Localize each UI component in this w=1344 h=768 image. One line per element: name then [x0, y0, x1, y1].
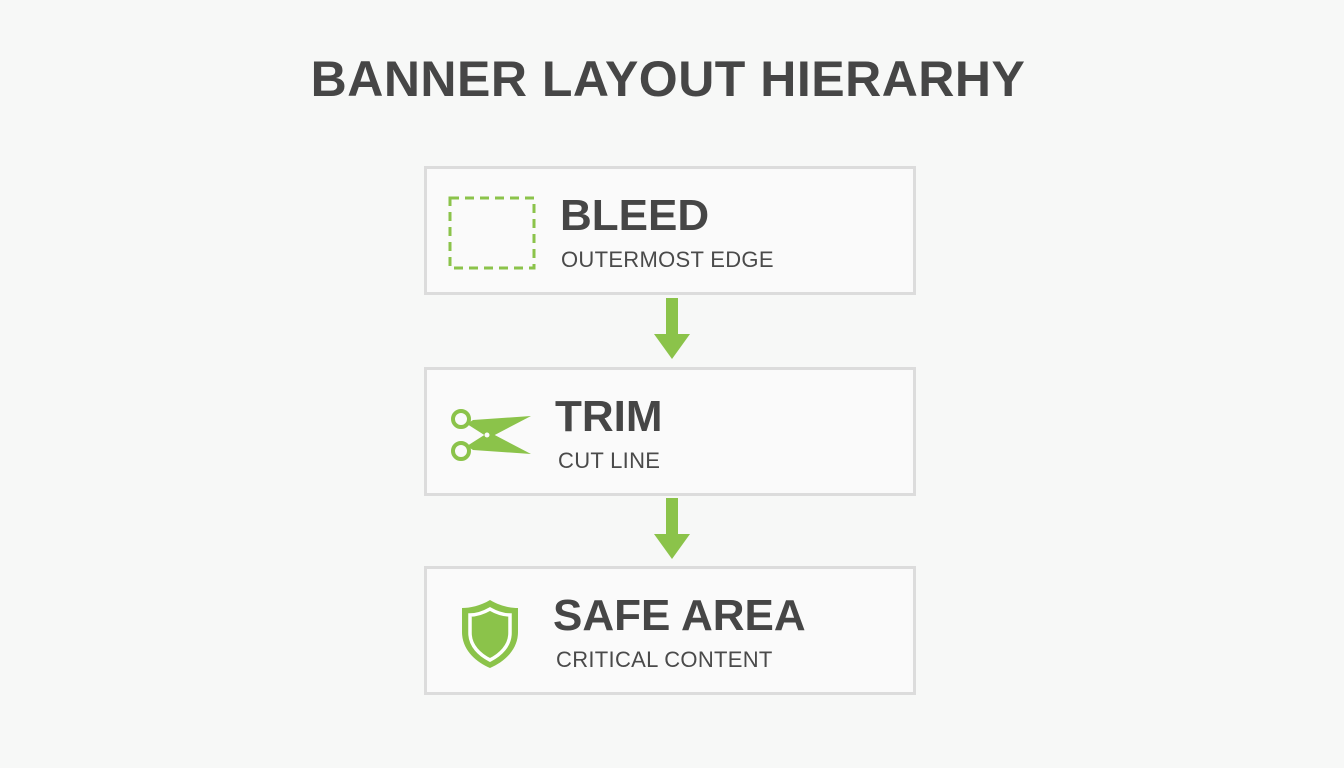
trim-card: TRIM CUT LINE [424, 367, 916, 496]
shield-icon [460, 598, 520, 675]
safe-area-subtitle: CRITICAL CONTENT [556, 647, 773, 672]
trim-heading: TRIM [555, 392, 663, 441]
safe-area-card: SAFE AREA CRITICAL CONTENT [424, 566, 916, 695]
arrow-down-icon [653, 498, 691, 565]
bleed-heading: BLEED [560, 191, 710, 240]
bleed-card: BLEED OUTERMOST EDGE [424, 166, 916, 295]
page-title: BANNER LAYOUT HIERARHY [310, 51, 1026, 107]
safe-area-heading: SAFE AREA [553, 591, 806, 640]
arrow-down-icon [653, 298, 691, 365]
scissors-icon [449, 407, 533, 468]
bleed-subtitle: OUTERMOST EDGE [561, 247, 774, 272]
dashed-square-icon [448, 196, 536, 275]
trim-subtitle: CUT LINE [558, 448, 661, 473]
